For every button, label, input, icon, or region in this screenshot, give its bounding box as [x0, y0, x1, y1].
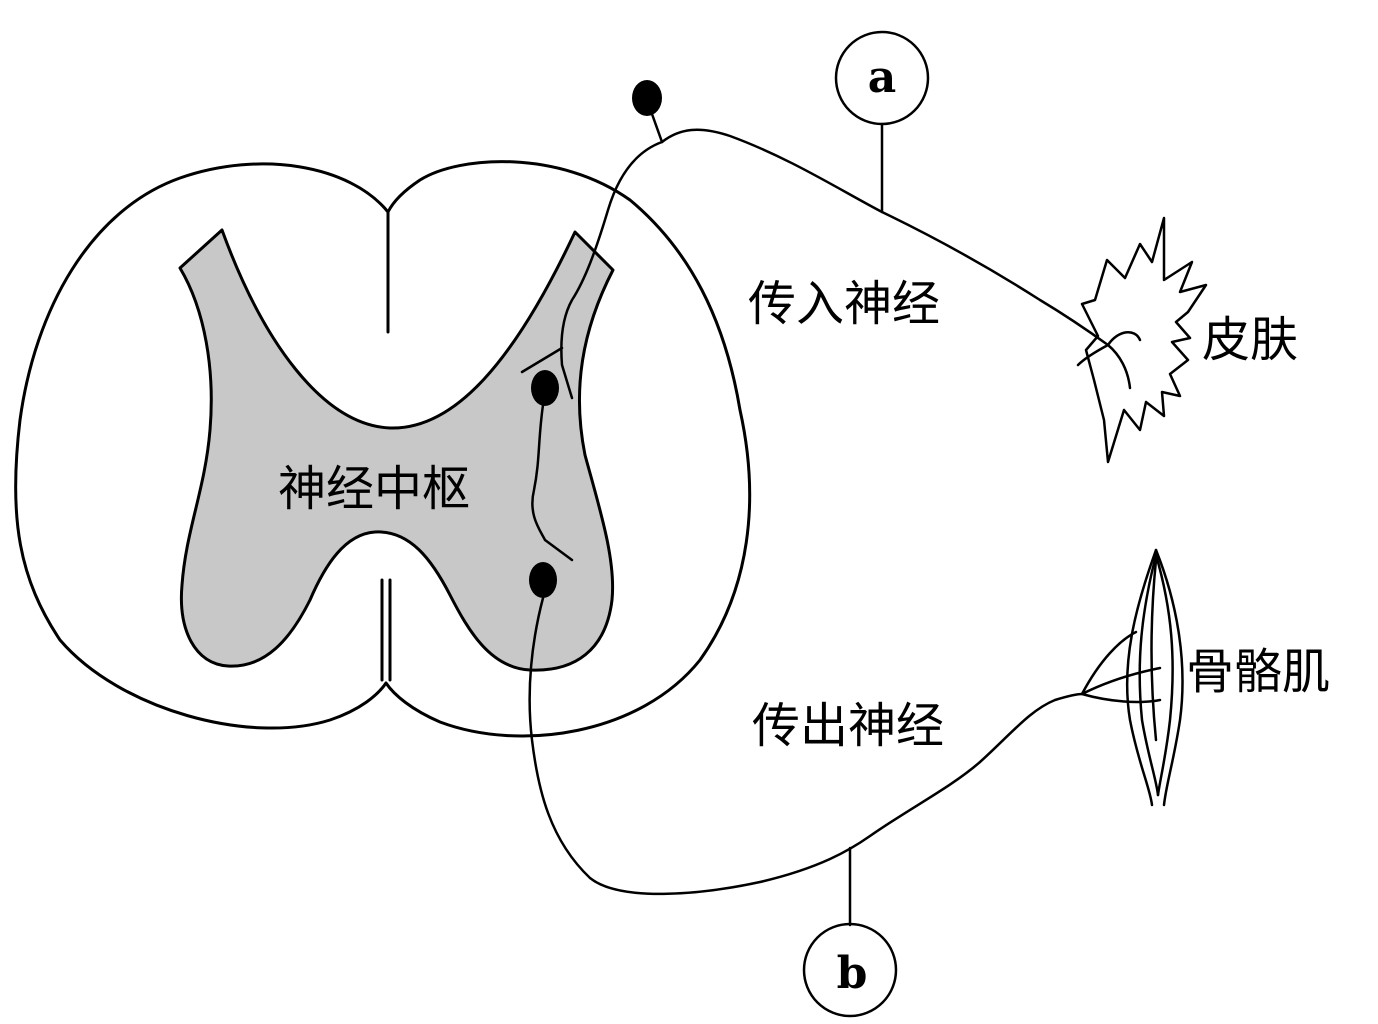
sensory-cell-stalk — [650, 112, 664, 144]
afferent-terminal-branch — [520, 346, 564, 374]
skeletal-muscle — [1125, 548, 1184, 807]
muscle-fiber-2 — [1154, 553, 1174, 797]
marker-a: a — [834, 30, 930, 214]
efferent-fiber — [528, 596, 1084, 896]
motor-end-plates — [1080, 630, 1162, 704]
skin-receptor-ending — [1076, 331, 1142, 390]
skin-receptor — [1080, 216, 1208, 464]
afferent-nerve — [632, 80, 1142, 390]
label-efferent: 传出神经 — [752, 698, 944, 754]
marker-a-label: a — [868, 52, 897, 103]
ventral-fissure — [380, 578, 392, 682]
muscle-outer-left — [1125, 548, 1158, 807]
interneuron-body — [531, 370, 559, 406]
spinal-cord-outline — [14, 160, 752, 738]
efferent-nerve — [528, 596, 1162, 896]
label-skin: 皮肤 — [1202, 312, 1298, 368]
muscle-fiber-1 — [1138, 553, 1160, 797]
neurons-in-center — [520, 140, 664, 598]
spinal-cord — [14, 160, 752, 738]
label-center: 神经中枢 — [278, 461, 470, 517]
marker-b: b — [802, 846, 898, 1018]
marker-b-label: b — [837, 948, 868, 999]
motor-neuron-body — [529, 562, 557, 598]
muscle-fiber-3 — [1150, 558, 1158, 742]
afferent-axon-inner — [560, 140, 664, 400]
label-muscle: 骨骼肌 — [1186, 644, 1330, 700]
marker-b-circle — [802, 922, 898, 1018]
marker-a-circle — [834, 30, 930, 126]
gray-matter — [178, 228, 615, 672]
muscle-outer-right — [1154, 548, 1184, 807]
interneuron-axon — [531, 403, 574, 562]
label-afferent: 传入神经 — [748, 276, 940, 332]
sensory-ganglion-cell — [632, 80, 662, 116]
